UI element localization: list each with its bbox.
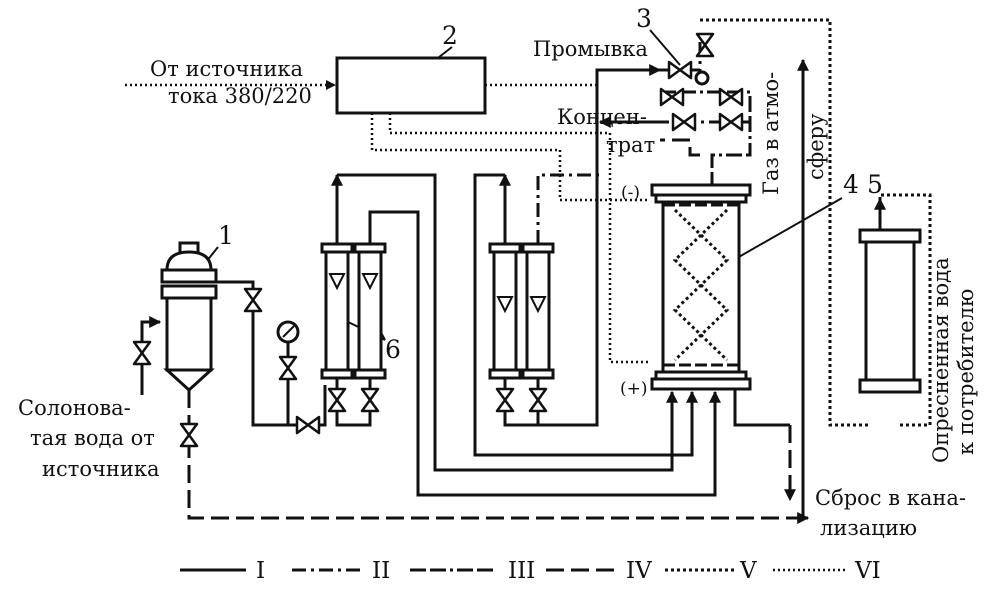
number-2: 2 <box>442 21 458 50</box>
label-fresh-water: Опресненная вода к потребителю <box>929 257 978 463</box>
svg-text:От источника: От источника <box>150 57 303 81</box>
label-power-source: От источника тока 380/220 <box>150 57 312 108</box>
number-4: 4 <box>843 170 859 199</box>
feed-inlet-valve[interactable] <box>132 340 152 366</box>
flowmeter-1b-valve[interactable] <box>360 387 380 413</box>
svg-text:Опресненная вода: Опресненная вода <box>929 257 953 463</box>
feed-outlet-valve[interactable] <box>243 287 263 313</box>
feed-to-flowmeter-pipe <box>216 280 327 427</box>
legend-label-3: III <box>508 558 535 584</box>
label-cathode: (-) <box>621 183 640 203</box>
label-anode: (+) <box>620 379 648 399</box>
flowmeter-2b-valve[interactable] <box>528 387 548 413</box>
legend-label-2: II <box>372 558 390 584</box>
leader-3 <box>649 29 681 66</box>
feed-filter-tank <box>160 241 218 393</box>
number-5: 5 <box>867 170 883 199</box>
electrodialyzer <box>650 183 752 391</box>
power-line-anode <box>388 113 650 364</box>
number-6: 6 <box>385 335 401 364</box>
flowmeter-1b-pipe <box>368 210 717 497</box>
label-flush: Промывка <box>533 37 648 61</box>
top-return-line <box>700 18 870 427</box>
number-3: 3 <box>636 4 652 33</box>
svg-text:Газ в атмо-: Газ в атмо- <box>759 72 783 195</box>
flowmeter-1a-valve[interactable] <box>327 387 347 413</box>
number-1: 1 <box>218 221 234 250</box>
legend-label-6: VI <box>854 558 881 584</box>
flowmeter-2-inlet <box>503 378 540 427</box>
svg-text:сферу: сферу <box>804 113 828 180</box>
legend-label-4: IV <box>626 558 652 584</box>
fresh-water-outlet <box>878 193 932 427</box>
dialyzer-outlet <box>733 389 790 427</box>
label-brackish-water: Солонова- тая вода от источника <box>18 396 160 481</box>
gauge-valve[interactable] <box>278 355 298 381</box>
tank-drain-valve[interactable] <box>179 422 199 448</box>
leader-4 <box>729 197 843 263</box>
flowmeter-2a-pipe <box>473 173 694 457</box>
flowmeter-group-1 <box>320 242 387 380</box>
svg-text:тая вода от: тая вода от <box>30 426 155 450</box>
power-line-cathode <box>370 113 650 202</box>
label-concentrate: Концен- трат <box>557 105 655 157</box>
svg-text:тока 380/220: тока 380/220 <box>168 84 312 108</box>
svg-text:Солонова-: Солонова- <box>18 396 131 420</box>
flowmeter-2a-valve[interactable] <box>495 387 515 413</box>
svg-text:лизацию: лизацию <box>820 516 917 540</box>
label-drain: Сброс в кана- лизацию <box>815 486 966 540</box>
svg-text:к потребителю: к потребителю <box>954 289 978 455</box>
legend: I II III IV V VI <box>180 558 881 584</box>
flowmeter-2b-pipe <box>536 173 600 244</box>
legend-label-1: I <box>256 558 265 584</box>
flowmeter-1a-pipe <box>337 173 674 472</box>
svg-text:Сброс в кана-: Сброс в кана- <box>815 486 966 510</box>
svg-text:Концен-: Концен- <box>557 105 647 129</box>
label-gas-to-atmosphere: Газ в атмо- сферу <box>759 72 828 195</box>
flowmeter-group-2 <box>488 242 555 380</box>
flowmeter-inlet-valve[interactable] <box>295 415 321 435</box>
post-treatment-column <box>858 228 922 394</box>
svg-text:трат: трат <box>606 133 655 157</box>
concentrate-valve-left-2[interactable] <box>671 112 697 132</box>
pressure-gauge <box>276 320 300 425</box>
svg-text:источника: источника <box>42 457 160 481</box>
concentrate-valve-right-2[interactable] <box>718 112 744 132</box>
feed-inlet-pipe <box>140 316 162 395</box>
power-supply-unit <box>335 56 487 115</box>
flush-line <box>538 64 662 427</box>
legend-label-5: V <box>739 558 757 584</box>
flowmeter-1-inlet <box>335 378 372 427</box>
